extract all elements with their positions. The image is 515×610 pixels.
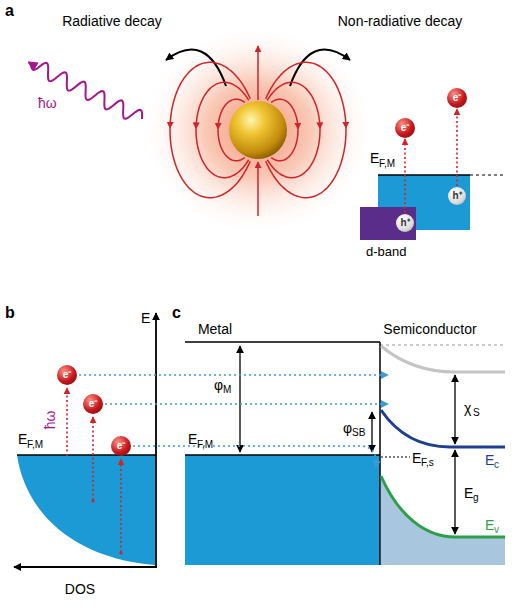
annotation-label: Radiative decay [62, 14, 162, 28]
hole-circle: h⁺ [448, 187, 466, 205]
annotation-label: E [370, 151, 379, 165]
subscript-label: S [473, 408, 480, 418]
annotation-label: E [485, 453, 494, 467]
annotation-label: Semiconductor [383, 322, 476, 336]
panel-letter: a [5, 3, 14, 19]
near-field-glow [140, 24, 376, 236]
valence-band-edge [381, 476, 505, 537]
annotation-label: E [412, 451, 421, 465]
panel-letter: b [5, 305, 15, 321]
subscript-label: g [473, 493, 479, 503]
injection-arrow [79, 374, 388, 376]
metal-nanoparticle [229, 101, 287, 159]
work-function-arrow [239, 346, 240, 452]
photon-wave [28, 62, 142, 119]
bandgap-arrow [454, 450, 455, 534]
annotation-label: DOS [65, 582, 95, 596]
panel-letter: c [172, 305, 181, 321]
photon-wave [28, 62, 142, 119]
excitation-origin [119, 551, 122, 554]
particle-label: e⁻ [117, 441, 126, 451]
electron-circle: e⁻ [447, 88, 467, 108]
valence-fill [381, 476, 505, 565]
subscript-label: F,M [27, 440, 43, 450]
vacuum-level-dashed [380, 345, 505, 346]
excitation-origin [91, 499, 94, 502]
annotation-label: χ [464, 401, 471, 415]
excitation-arrow [404, 139, 406, 213]
subscript-label: M [223, 385, 231, 395]
subscript-label: c [494, 460, 499, 470]
excitation-arrow [92, 417, 94, 500]
fermi-level-dashed [470, 175, 505, 176]
annotation-label: Non-radiative decay [338, 14, 463, 28]
annotation-label: ħω [43, 411, 57, 430]
electron-circle: e⁻ [83, 394, 103, 414]
particle-label: e⁻ [63, 370, 72, 380]
electron-circle: e⁻ [395, 118, 415, 138]
particle-label: e⁻ [401, 123, 410, 133]
excitation-arrow [120, 459, 122, 552]
excitation-arrow [66, 388, 68, 456]
annotation-label: E [464, 486, 473, 500]
barrier-arrow [371, 412, 372, 452]
field-line [257, 162, 259, 216]
subscript-label: F,s [421, 458, 434, 468]
affinity-arrow [454, 375, 455, 444]
electron-circle: e⁻ [57, 365, 77, 385]
annotation-label: φ [214, 378, 223, 392]
particle-label: e⁻ [89, 399, 98, 409]
fermi-level [185, 454, 380, 456]
semiconductor-fermi-level [381, 457, 410, 458]
subscript-label: F,M [197, 440, 213, 450]
vacuum-level [185, 341, 380, 343]
particle-label: e⁻ [453, 93, 462, 103]
injection-arrow [105, 403, 388, 405]
subscript-label: F,M [379, 159, 395, 169]
annotation-label: E [188, 432, 197, 446]
density-of-states [17, 455, 155, 565]
electron-circle: e⁻ [111, 436, 131, 456]
fermi-level [17, 454, 156, 456]
decay-arrow [166, 50, 226, 86]
excitation-arrow [456, 109, 458, 186]
reflection-arrow [133, 446, 376, 468]
annotation-label: ħω [38, 96, 57, 110]
annotation-label: E [18, 432, 27, 446]
annotation-label: φ [343, 421, 352, 435]
annotation-label: d-band [366, 245, 406, 258]
vacuum-band [381, 346, 505, 372]
field-lines [170, 46, 346, 216]
excitation-arrows [67, 388, 123, 555]
hole-circle: h⁺ [396, 214, 414, 232]
metal-block [185, 455, 380, 565]
annotation-label: E [485, 518, 494, 532]
d-band-box [360, 207, 416, 240]
subscript-label: v [494, 525, 499, 535]
field-line [257, 46, 259, 100]
subscript-label: SB [352, 428, 365, 438]
fermi-level [378, 174, 470, 176]
annotation-label: Metal [198, 322, 232, 336]
particle-label: h⁺ [452, 191, 461, 201]
decay-arrow [290, 50, 350, 86]
energy-axis [155, 313, 157, 567]
conduction-band-edge [381, 410, 505, 447]
annotation-label: E [141, 311, 150, 325]
dos-axis [14, 566, 157, 568]
particle-label: h⁺ [400, 218, 409, 228]
